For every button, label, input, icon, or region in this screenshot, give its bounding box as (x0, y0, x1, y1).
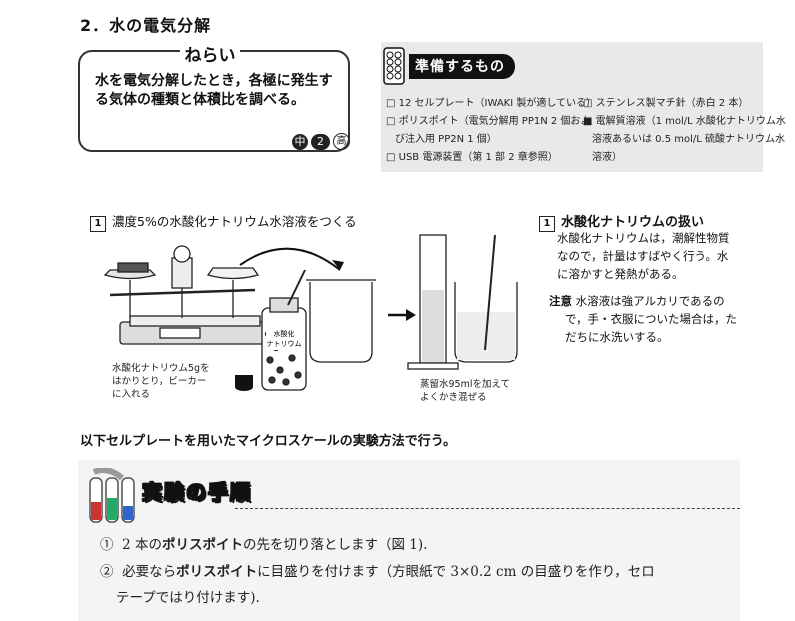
caption-line: に入れる (112, 389, 151, 400)
prep-item: ■ 電解質溶液（1 mol/L 水酸化ナトリウム水 (583, 116, 786, 127)
step-2: ② 必要ならポリスポイトに目盛りを付けます（方眼紙で 3×0.2 cm の目盛り… (100, 562, 655, 582)
step-number: ② (100, 564, 114, 580)
aim-label: ねらい (180, 41, 240, 66)
procedure-title: 実験の手順 (142, 480, 252, 505)
caption-mix: 蒸留水95mlを加えて よくかき混ぜる (420, 378, 510, 404)
note-line: 水酸化ナトリウムは，潮解性物質 (557, 231, 730, 245)
cell-plate-icon (383, 47, 405, 85)
prep-item: □ USB 電源装置（第 1 部 2 章参照） (386, 152, 558, 163)
page-title: 2．水の電気分解 (80, 16, 212, 35)
section-number: 1 (90, 216, 106, 232)
bottle-label-line1: 水酸化 (274, 329, 295, 338)
caption-line: 蒸留水95mlを加えて (420, 379, 511, 390)
caption-line: 水酸化ナトリウム5gを (112, 363, 210, 374)
prep-left-list: □ 12 セルプレート（IWAKI 製が適している） □ ポリスポイト（電気分解… (386, 95, 596, 167)
caution-label: 注意 (549, 294, 572, 308)
caution-block: 注意 水溶液は強アルカリであるの で，手・衣服についた場合は，た だちに水洗いす… (549, 292, 737, 346)
step-1: ① 2 本のポリスポイトの先を切り落とします（図 1). (100, 535, 427, 555)
grade-number: 2 (311, 133, 330, 150)
note-number: 1 (539, 216, 555, 232)
grade-prefix: 中 (292, 133, 308, 150)
pour-arrow (239, 247, 341, 271)
step-text: 必要なら (122, 564, 177, 580)
section-heading-text: 濃度5%の水酸化ナトリウム水溶液をつくる (112, 214, 357, 229)
prep-item: び注入用 PP2N 1 個） (395, 134, 497, 145)
note-line: に溶かすと発熱がある。 (557, 267, 684, 281)
prep-title: 準備するもの (409, 53, 515, 79)
prep-item: □ ステンレス製マチ針（赤白 2 本） (583, 98, 749, 109)
caution-line: だちに水洗いする。 (565, 330, 669, 344)
prep-item: 溶液あるいは 0.5 mol/L 硫酸ナトリウム水 (592, 134, 786, 145)
caption-weigh: 水酸化ナトリウム5gを はかりとり，ビーカー に入れる (112, 362, 210, 401)
caption-line: はかりとり，ビーカー (112, 376, 207, 387)
prep-right-list: □ ステンレス製マチ針（赤白 2 本） ■ 電解質溶液（1 mol/L 水酸化ナ… (583, 95, 786, 167)
step-text: 2 本の (122, 537, 162, 553)
prep-item: □ 12 セルプレート（IWAKI 製が適している） (386, 98, 597, 109)
bottle-label-line2: ナトリウム (267, 340, 302, 348)
lab-illustration: 水酸化 ナトリウム (103, 234, 518, 391)
step-text: に目盛りを付けます（方眼紙で 3×0.2 cm の目盛りを作り，セロ (257, 564, 655, 580)
note-heading: 1 水酸化ナトリウムの扱い (539, 211, 704, 232)
step-keyword: ポリスポイト (161, 537, 243, 553)
prep-item: 溶液） (592, 152, 622, 163)
test-tubes-icon (89, 468, 135, 523)
bottle-label-bg (266, 326, 302, 350)
prep-header: 準備するもの (383, 46, 515, 86)
bottle-cap-icon (235, 375, 253, 391)
grade-badge: 中 2 高 (292, 133, 350, 150)
step-2-continued: テープではり付けます). (116, 590, 260, 606)
step-text: の先を切り落とします（図 1). (242, 537, 428, 553)
stirring-beaker-icon (454, 234, 518, 363)
beaker-icon (306, 279, 376, 363)
prep-item: □ ポリスポイト（電気分解用 PP1N 2 個およ (386, 116, 591, 127)
section1-heading: 1 濃度5%の水酸化ナトリウム水溶液をつくる (90, 211, 357, 232)
step-number: ① (100, 537, 114, 553)
aim-text: 水を電気分解したとき，各極に発生する気体の種類と体積比を調べる。 (95, 73, 333, 108)
step-keyword: ポリスポイト (176, 564, 258, 580)
procedure-panel (78, 460, 740, 621)
caution-line: で，手・衣服についた場合は，た (565, 312, 738, 326)
note-body: 水酸化ナトリウムは，潮解性物質 なので，計量はすばやく行う。水 に溶かすと発熱が… (557, 229, 730, 283)
procedure-divider (235, 508, 740, 509)
method-heading: 以下セルプレートを用いたマイクロスケールの実験方法で行う。 (80, 434, 456, 449)
caution-line: 水溶液は強アルカリであるの (575, 294, 725, 308)
caption-line: よくかき混ぜる (420, 392, 487, 403)
note-line: なので，計量はすばやく行う。水 (557, 249, 729, 263)
note-heading-text: 水酸化ナトリウムの扱い (561, 215, 705, 230)
grade-suffix: 高 (333, 133, 350, 150)
graduated-cylinder-icon (407, 234, 459, 370)
